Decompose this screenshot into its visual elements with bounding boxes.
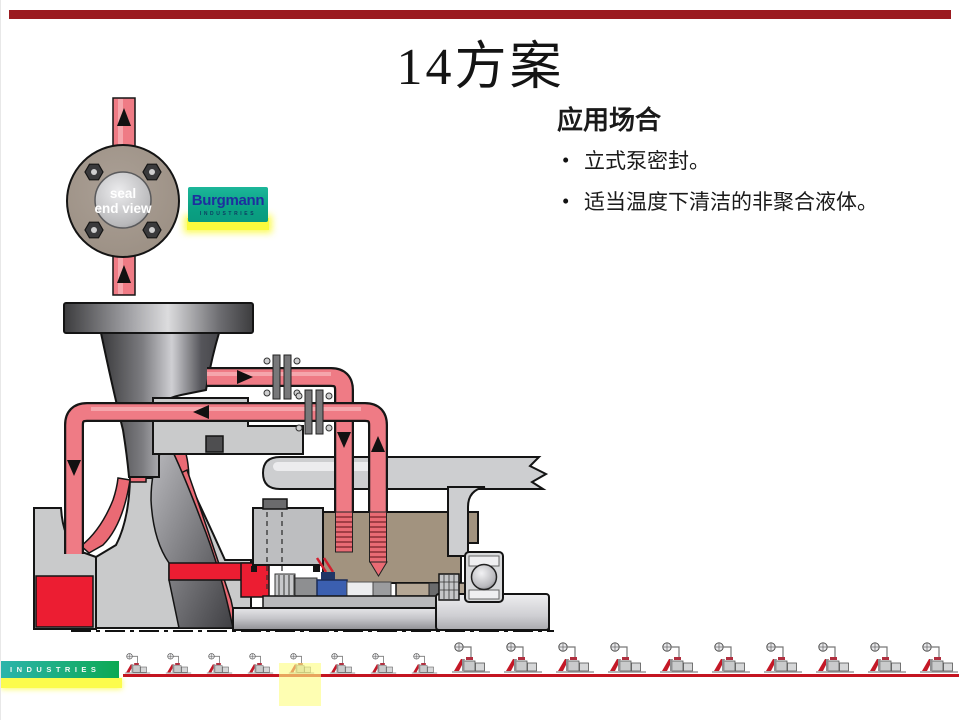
flow-arrows — [67, 370, 385, 476]
plan-thumbnail-graphic — [504, 642, 542, 673]
flange-bolt-icon — [84, 163, 162, 239]
plan-thumbnail-graphic — [124, 653, 151, 674]
plan-thumbnail-graphic — [868, 642, 906, 673]
plan-thumbnail — [328, 651, 357, 675]
flow-arrow-right-icon — [237, 370, 253, 384]
ball-bearing — [464, 551, 504, 603]
plan-thumbnail-graphic — [247, 653, 274, 674]
set-screw — [313, 565, 320, 572]
arm-highlight — [273, 462, 383, 471]
seal-spring — [274, 573, 296, 597]
plan-thumbnail-graphic — [608, 642, 646, 673]
page-title: 14方案 — [396, 39, 565, 96]
plan-thumbnail — [503, 639, 543, 675]
plan-thumbnail-graphic — [165, 653, 192, 674]
industries-banner-glow — [1, 678, 122, 688]
burgmann-logo: Burgmann INDUSTRIES — [188, 187, 268, 222]
pump-cross-section — [33, 302, 554, 632]
plan-thumbnail — [246, 651, 275, 675]
plan-thumbnail — [555, 639, 595, 675]
plan-thumbnail-graphic — [411, 653, 438, 674]
application-block: 应用场合 立式泵密封。适当温度下清洁的非聚合液体。 — [557, 100, 959, 226]
burgmann-brand-text: Burgmann — [191, 191, 265, 209]
top-rule — [9, 10, 951, 19]
plan-thumbnail — [815, 639, 855, 675]
support-arm — [261, 456, 549, 490]
plan-thumbnail-graphic — [556, 642, 594, 673]
casing-step — [205, 435, 224, 453]
seal-face-primary — [316, 579, 348, 598]
plan-thumbnail-graphic — [816, 642, 854, 673]
product-fluid — [35, 575, 94, 628]
thumbnail-strip-line — [123, 674, 959, 677]
plan-thumbnail-graphic — [206, 653, 233, 674]
plan-thumbnail — [123, 651, 152, 675]
flow-arrow-up-icon — [117, 108, 131, 126]
gland-port-threads — [335, 511, 388, 577]
burgmann-subtitle-text: INDUSTRIES — [199, 210, 257, 217]
flow-arrow-down-icon — [337, 432, 351, 448]
seal-end-view-label-1: seal — [110, 186, 136, 201]
bearing-ball-icon — [470, 563, 498, 591]
bullet-item: 立式泵密封。 — [557, 144, 959, 178]
pipe-coupling — [295, 389, 333, 435]
seal-face-mating — [346, 581, 374, 597]
plan-thumbnail — [205, 651, 234, 675]
shaft-sleeve — [262, 595, 437, 609]
industries-banner: INDUSTRIES — [1, 661, 119, 678]
plan-thumbnail — [763, 639, 803, 675]
flush-marks — [315, 557, 335, 573]
pipe-from-seal — [66, 404, 386, 554]
plan-thumbnail — [919, 639, 959, 675]
application-heading: 应用场合 — [557, 106, 662, 135]
plan-thumbnail-graphic — [329, 653, 356, 674]
seal-end-view-label-2: end view — [94, 201, 152, 216]
plan-thumbnail-strip — [123, 636, 959, 675]
pipe-to-seal — [207, 369, 352, 512]
flow-arrow-up-icon — [117, 265, 131, 283]
flow-arrow-left-icon — [193, 405, 209, 419]
plan-thumbnail-graphic — [370, 653, 397, 674]
flow-arrow-up-icon — [371, 436, 385, 452]
plan-thumbnail — [867, 639, 907, 675]
industries-banner-text: INDUSTRIES — [10, 665, 101, 674]
plan-thumbnail — [369, 651, 398, 675]
bearing-locknut — [438, 573, 460, 601]
bullet-item: 适当温度下清洁的非聚合液体。 — [557, 185, 959, 219]
seal-end-view: seal end view — [66, 97, 180, 296]
pump-seal-diagram: seal end view — [33, 97, 554, 632]
yellow-highlight-square — [279, 663, 321, 706]
plan-thumbnail-graphic — [660, 642, 698, 673]
gland-bolt-head — [262, 498, 288, 510]
plan-thumbnail — [164, 651, 193, 675]
discharge-flange — [63, 302, 254, 334]
plan-thumbnail-graphic — [452, 642, 490, 673]
plan-thumbnail — [711, 639, 751, 675]
bearing-bracket-leg — [447, 486, 486, 557]
plan-thumbnail-graphic — [920, 642, 958, 673]
plan-thumbnail-graphic — [712, 642, 750, 673]
plan-thumbnail — [607, 639, 647, 675]
stuffing-box-plate — [252, 507, 324, 566]
plan-thumbnail — [410, 651, 439, 675]
flow-arrow-down-icon — [67, 460, 81, 476]
application-bullets: 立式泵密封。适当温度下清洁的非聚合液体。 — [557, 144, 959, 219]
plan-thumbnail — [659, 639, 699, 675]
plan-thumbnail-graphic — [764, 642, 802, 673]
plan-thumbnail — [451, 639, 491, 675]
